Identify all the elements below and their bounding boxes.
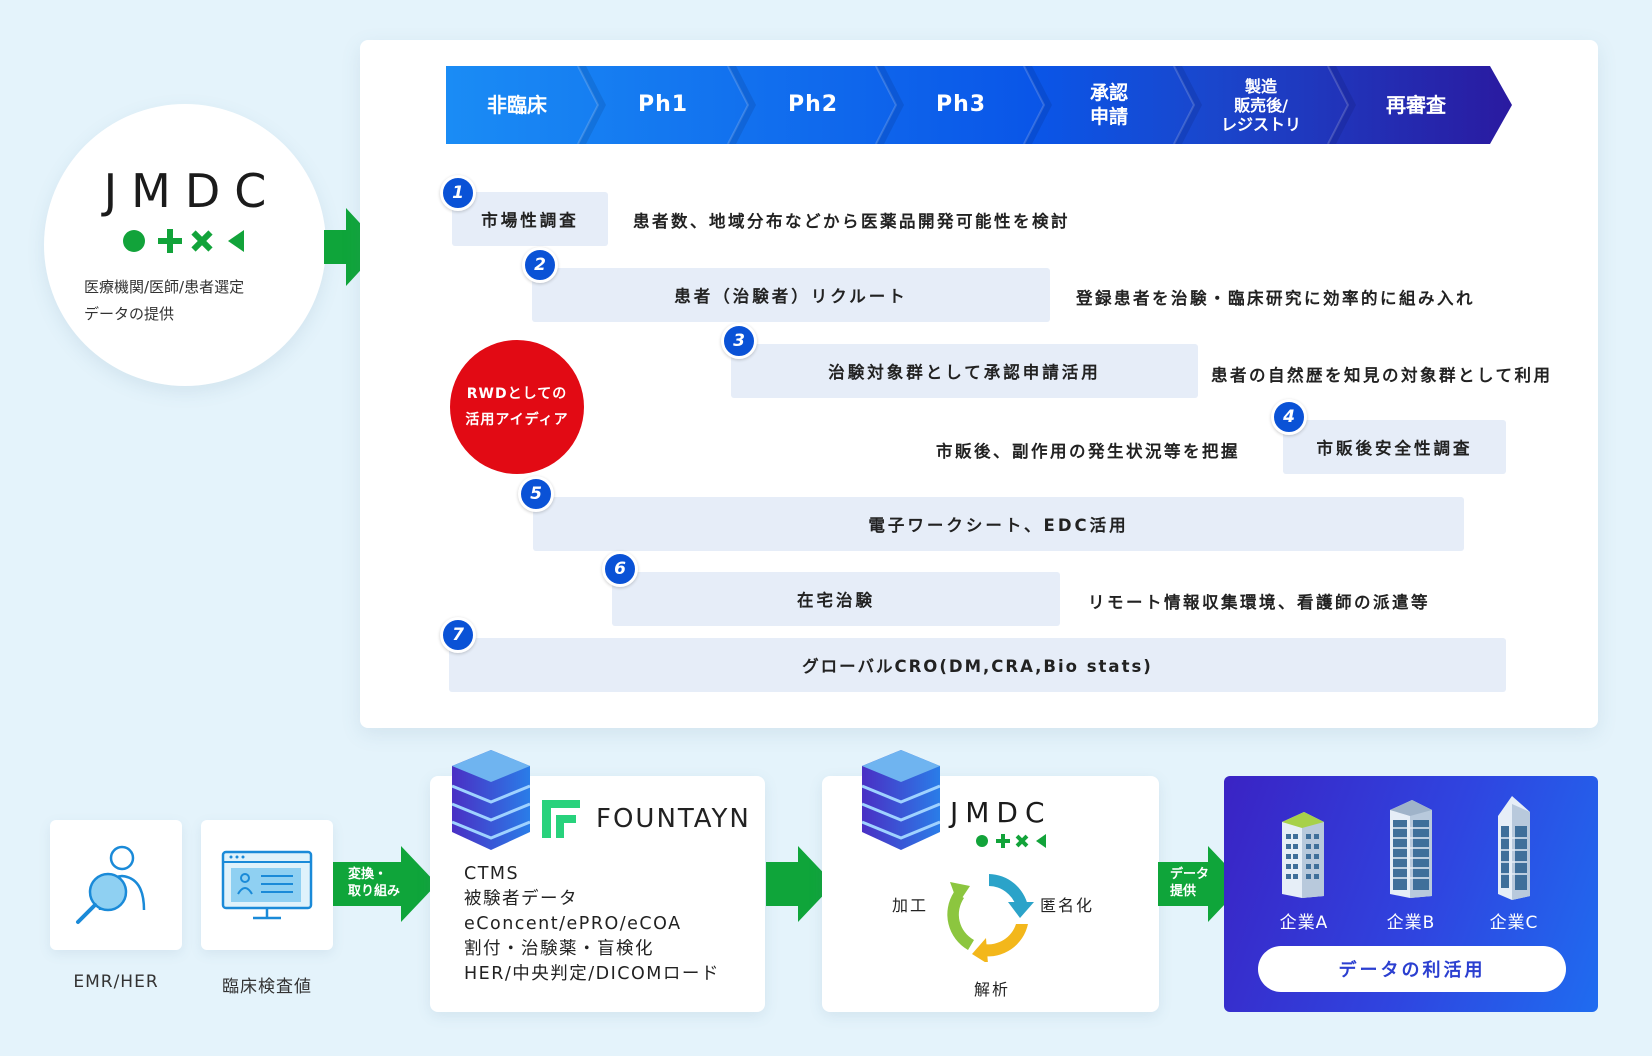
task-number-badge-5: 5 bbox=[518, 476, 554, 512]
phase-reexamination: 再審査 bbox=[1386, 93, 1446, 117]
company-a-label: 企業A bbox=[1279, 913, 1329, 933]
task-box-4: 市販後安全性調査 bbox=[1283, 420, 1506, 474]
building-a-icon bbox=[1282, 812, 1324, 898]
jmdc-logo-symbols bbox=[44, 226, 326, 260]
jmdc-process-brand: JMDC bbox=[950, 796, 1052, 829]
task-box-6: 在宅治験 bbox=[612, 572, 1060, 626]
convert-label-line1: 変換・ bbox=[348, 867, 388, 882]
process-step-processing: 加工 bbox=[892, 896, 929, 915]
data-arrow-icon bbox=[1158, 846, 1244, 922]
fountayn-brand: FOUNTAYN bbox=[596, 804, 751, 834]
data-utilization-button[interactable]: データの利活用 bbox=[1258, 946, 1566, 992]
phase-ph1: Ph1 bbox=[637, 92, 689, 117]
task-box-2: 患者（治験者）リクルート bbox=[532, 268, 1050, 322]
monitor-checklist-icon bbox=[221, 850, 313, 920]
data-label-line1: データ bbox=[1170, 867, 1210, 882]
task-label-2: 患者（治験者）リクルート bbox=[674, 287, 908, 306]
fountayn-item: CTMS bbox=[464, 864, 520, 884]
convert-arrow-label: 変換・ 取り組み bbox=[348, 866, 400, 900]
jmdc-provider-circle: JMDC 医療機関/医師/患者選定 データの提供 bbox=[44, 104, 326, 386]
source-label-emr: EMR/HER bbox=[73, 972, 159, 992]
fountayn-item: 被験者データ bbox=[464, 889, 578, 909]
process-step-anonymize: 匿名化 bbox=[1040, 896, 1095, 915]
task-desc-6: リモート情報収集環境、看護師の派遣等 bbox=[1088, 593, 1430, 612]
jmdc-symbol-icon bbox=[976, 834, 1046, 848]
person-search-icon bbox=[76, 845, 146, 924]
source-card-emr bbox=[50, 820, 182, 950]
company-c-label: 企業C bbox=[1489, 913, 1539, 933]
task-label-7: グローバルCRO(DM,CRA,Bio stats) bbox=[802, 657, 1153, 676]
fountayn-feature-list: CTMS 被験者データ eConcent/ePRO/eCOA 割付・治験薬・盲検… bbox=[464, 862, 720, 987]
building-c-icon bbox=[1498, 796, 1530, 900]
task-desc-4: 市販後、副作用の発生状況等を把握 bbox=[936, 442, 1240, 461]
task-box-7: グローバルCRO(DM,CRA,Bio stats) bbox=[449, 638, 1506, 692]
phase-nonclinical: 非臨床 bbox=[487, 93, 547, 117]
task-desc-1: 患者数、地域分布などから医薬品開発可能性を検討 bbox=[633, 212, 1070, 231]
rwd-line1: RWDとしての bbox=[466, 386, 568, 402]
task-label-5: 電子ワークシート、EDC活用 bbox=[868, 516, 1129, 535]
company-b-label: 企業B bbox=[1386, 913, 1436, 933]
database-server-icon bbox=[862, 750, 940, 850]
task-number-badge-3: 3 bbox=[721, 323, 757, 359]
task-number-badge-7: 7 bbox=[440, 617, 476, 653]
jmdc-symbol-icon bbox=[123, 229, 244, 253]
phase-chevrons bbox=[446, 66, 1512, 144]
task-number-badge-2: 2 bbox=[522, 247, 558, 283]
database-server-icon bbox=[452, 750, 530, 850]
building-b-icon bbox=[1390, 800, 1432, 898]
task-box-5: 電子ワークシート、EDC活用 bbox=[533, 497, 1464, 551]
cycle-arrows-icon bbox=[947, 874, 1034, 962]
phase-postmarketing: 製造 販売後/ レジストリ bbox=[1220, 76, 1301, 134]
fountayn-item: eConcent/ePRO/eCOA bbox=[464, 914, 682, 934]
green-arrow-icon bbox=[324, 208, 382, 286]
jmdc-logo-text: JMDC bbox=[103, 164, 281, 218]
source-card-lab bbox=[201, 820, 333, 950]
task-label-1: 市場性調査 bbox=[481, 211, 579, 230]
phase-bar: 非臨床 Ph1 Ph2 Ph3 承認 申請 製造 販売後/ レジストリ 再審査 bbox=[446, 66, 1512, 144]
green-arrow-icon bbox=[766, 846, 834, 922]
task-label-6: 在宅治験 bbox=[797, 591, 875, 610]
task-desc-3: 患者の自然歴を知見の対象群として利用 bbox=[1211, 366, 1553, 385]
task-desc-2: 登録患者を治験・臨床研究に効率的に組み入れ bbox=[1076, 289, 1475, 308]
rwd-line2: 活用アイディア bbox=[465, 412, 569, 428]
task-label-4: 市販後安全性調査 bbox=[1316, 439, 1473, 458]
phase-ph2: Ph2 bbox=[787, 92, 839, 117]
data-label-line2: 提供 bbox=[1170, 884, 1197, 899]
convert-label-line2: 取り組み bbox=[348, 884, 401, 899]
task-number-badge-4: 4 bbox=[1271, 399, 1307, 435]
task-number-badge-1: 1 bbox=[440, 175, 476, 211]
fountayn-item: 割付・治験薬・盲検化 bbox=[464, 939, 654, 959]
fountayn-logo-icon bbox=[542, 800, 580, 838]
jmdc-desc-line2: データの提供 bbox=[84, 305, 175, 323]
fountayn-item: HER/中央判定/DICOMロード bbox=[464, 964, 720, 984]
source-label-lab: 臨床検査値 bbox=[222, 977, 312, 997]
task-box-1: 市場性調査 bbox=[452, 192, 608, 246]
jmdc-description: 医療機関/医師/患者選定 データの提供 bbox=[84, 274, 294, 328]
phase-approval: 承認 申請 bbox=[1089, 82, 1128, 128]
rwd-idea-badge: RWDとしての 活用アイディア bbox=[450, 340, 584, 474]
task-number-badge-6: 6 bbox=[602, 551, 638, 587]
task-label-3: 治験対象群として承認申請活用 bbox=[828, 363, 1101, 382]
jmdc-desc-line1: 医療機関/医師/患者選定 bbox=[84, 278, 245, 296]
task-box-3: 治験対象群として承認申請活用 bbox=[731, 344, 1198, 398]
phase-ph3: Ph3 bbox=[935, 92, 987, 117]
convert-arrow-icon bbox=[333, 846, 437, 922]
data-arrow-label: データ 提供 bbox=[1170, 866, 1209, 900]
process-step-analysis: 解析 bbox=[974, 980, 1011, 999]
